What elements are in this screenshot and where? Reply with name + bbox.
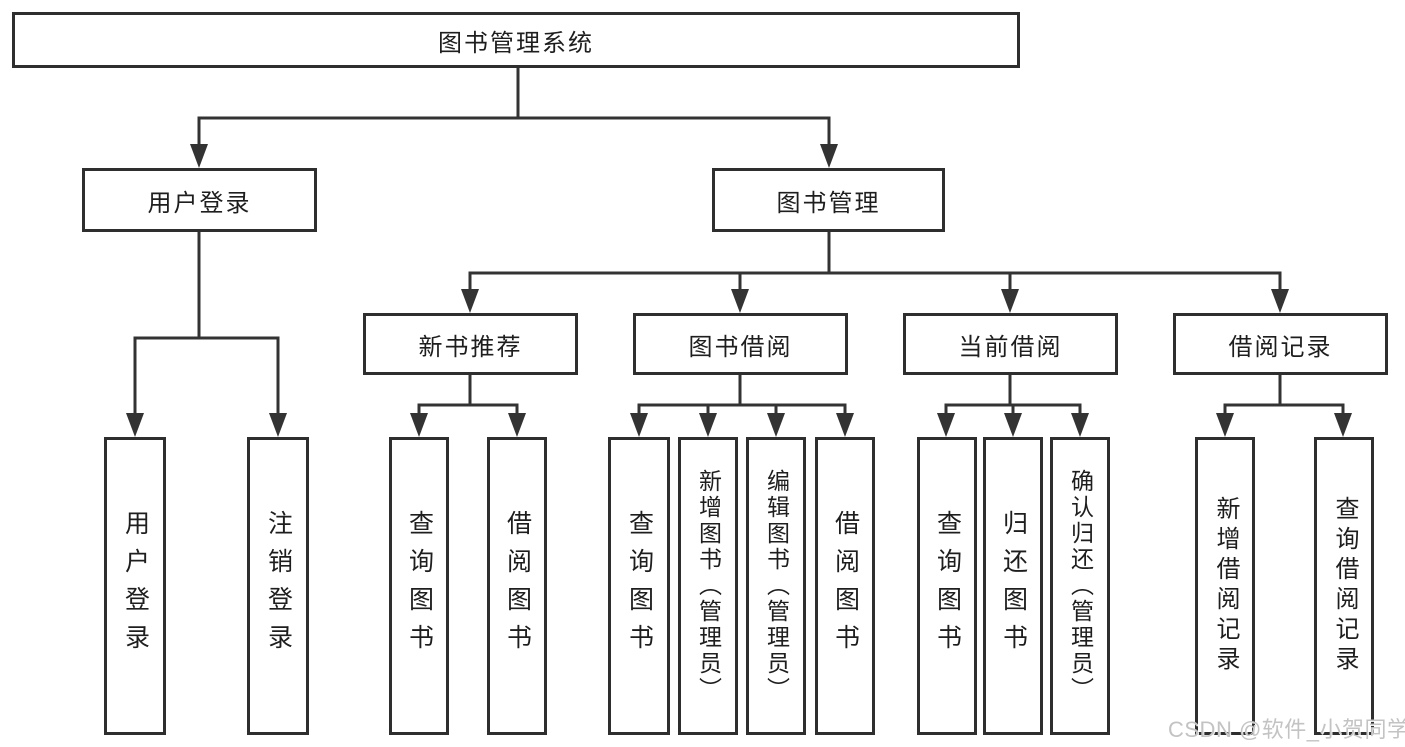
node-label: 当前借阅: [958, 333, 1063, 361]
node-label: 新书推荐: [418, 333, 523, 361]
arrowhead-icon: [937, 413, 955, 437]
arrowhead-icon: [836, 413, 854, 437]
node-borrow-records: 借阅记录: [1173, 313, 1388, 375]
arrowhead-icon: [699, 413, 717, 437]
node-label: 查询图书: [405, 510, 434, 662]
leaf-edit-books-admin: 编辑图书（管理员）: [746, 437, 806, 735]
arrowhead-icon: [1216, 413, 1234, 437]
arrowhead-icon: [269, 413, 287, 437]
node-label: 用户登录: [121, 510, 150, 662]
node-label: 注销登录: [264, 510, 293, 662]
arrowhead-icon: [630, 413, 648, 437]
node-label: 新增图书（管理员）: [695, 469, 722, 703]
leaf-logout: 注销登录: [247, 437, 309, 735]
node-label: 借阅图书: [831, 510, 860, 662]
arrowhead-icon: [820, 144, 838, 168]
leaf-return-books: 归还图书: [983, 437, 1043, 735]
node-label: 图书借阅: [688, 333, 793, 361]
node-label: 查询图书: [933, 510, 962, 662]
arrowhead-icon: [1271, 289, 1289, 313]
leaf-borrow-books-recommend: 借阅图书: [487, 437, 547, 735]
node-label: 查询图书: [625, 510, 654, 662]
edge-current-borrow-to-leaves: [937, 373, 1089, 437]
leaf-add-borrow-record: 新增借阅记录: [1195, 437, 1255, 735]
arrowhead-icon: [126, 413, 144, 437]
leaf-borrow-books: 借阅图书: [815, 437, 875, 735]
edge-user-login-to-leaves: [126, 230, 287, 437]
node-book-borrow: 图书借阅: [633, 313, 848, 375]
leaf-user-login: 用户登录: [104, 437, 166, 735]
arrowhead-icon: [767, 413, 785, 437]
leaf-confirm-return-admin: 确认归还（管理员）: [1050, 437, 1110, 735]
node-label: 确认归还（管理员）: [1067, 469, 1094, 703]
node-label: 图书管理: [776, 189, 881, 217]
edge-new-book-recommend-to-leaves: [410, 373, 526, 437]
leaf-query-borrow-record: 查询借阅记录: [1314, 437, 1374, 735]
node-label: 编辑图书（管理员）: [763, 469, 790, 703]
arrowhead-icon: [410, 413, 428, 437]
arrowhead-icon: [461, 289, 479, 313]
arrowhead-icon: [1001, 289, 1019, 313]
leaf-query-books-borrow: 查询图书: [608, 437, 670, 735]
edge-borrow-records-to-leaves: [1216, 373, 1352, 437]
arrowhead-icon: [190, 144, 208, 168]
node-label: 新增借阅记录: [1212, 496, 1239, 676]
edge-root-to-level2: [190, 66, 838, 168]
leaf-query-books-current: 查询图书: [917, 437, 977, 735]
node-user-login: 用户登录: [82, 168, 317, 232]
node-label: 借阅图书: [503, 510, 532, 662]
arrowhead-icon: [1071, 413, 1089, 437]
node-book-management: 图书管理: [712, 168, 945, 232]
node-label: 用户登录: [147, 189, 252, 217]
node-label: 归还图书: [999, 510, 1028, 662]
watermark: CSDN @软件_小贺同学: [1168, 717, 1405, 742]
leaf-query-books-recommend: 查询图书: [389, 437, 449, 735]
node-label: 查询借阅记录: [1331, 496, 1358, 676]
arrowhead-icon: [508, 413, 526, 437]
arrowhead-icon: [731, 289, 749, 313]
edge-book-borrow-to-leaves: [630, 373, 854, 437]
node-label: 借阅记录: [1228, 333, 1333, 361]
arrowhead-icon: [1334, 413, 1352, 437]
node-current-borrow: 当前借阅: [903, 313, 1118, 375]
node-label: 图书管理系统: [438, 29, 594, 57]
leaf-add-books-admin: 新增图书（管理员）: [678, 437, 738, 735]
node-new-book-recommend: 新书推荐: [363, 313, 578, 375]
edge-book-management-to-level3: [461, 230, 1289, 313]
arrowhead-icon: [1004, 413, 1022, 437]
node-root-system: 图书管理系统: [12, 12, 1020, 68]
